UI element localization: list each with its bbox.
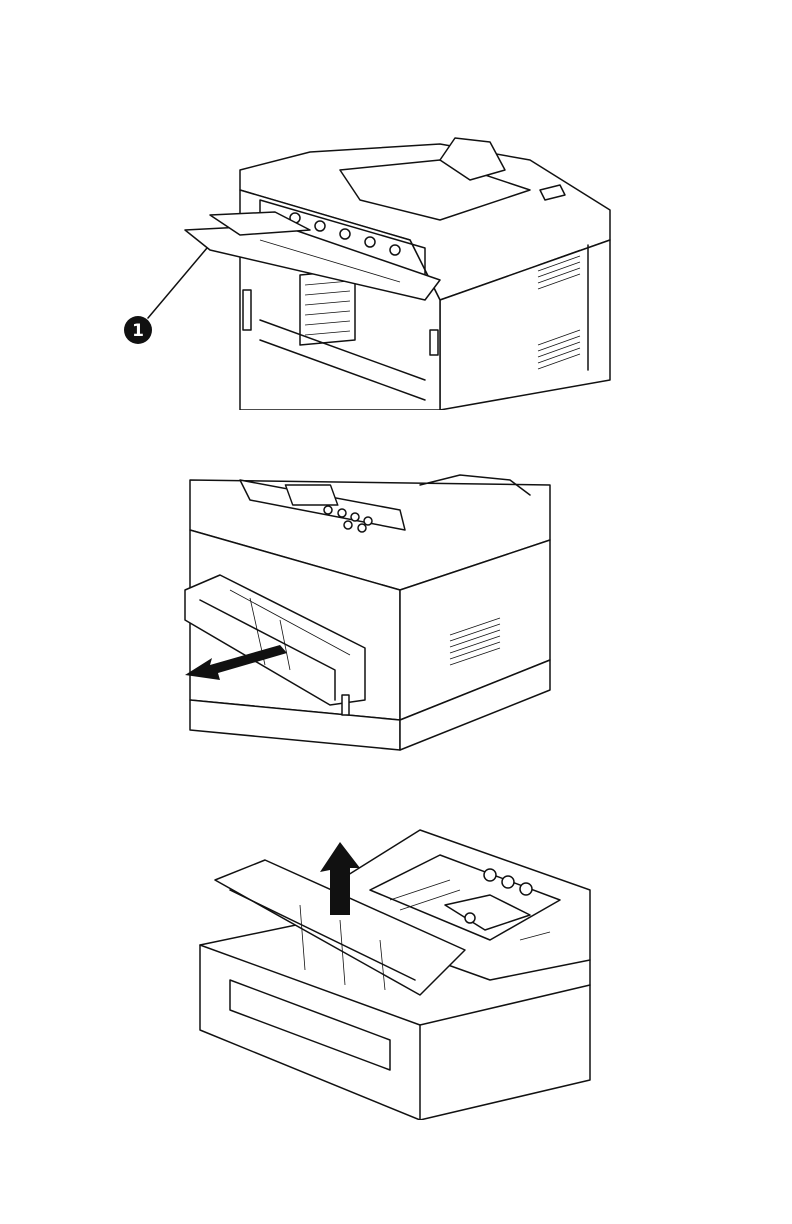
lcd-display <box>285 485 337 505</box>
figure-rear-exit-tray: 1 <box>110 130 630 410</box>
printer-front-illustration <box>170 470 570 760</box>
callout-1-marker: 1 <box>124 316 152 344</box>
printer-rear-illustration: 1 <box>110 130 630 410</box>
tray-cover-illustration <box>190 820 600 1120</box>
callout-leader-line <box>148 248 207 318</box>
figure-pull-out-tray <box>170 470 570 760</box>
tray-lever <box>342 695 349 715</box>
side-latch <box>430 330 438 355</box>
figure-remove-tray-cover <box>190 820 600 1120</box>
parallel-port <box>243 290 251 330</box>
callout-1-label: 1 <box>132 321 144 341</box>
